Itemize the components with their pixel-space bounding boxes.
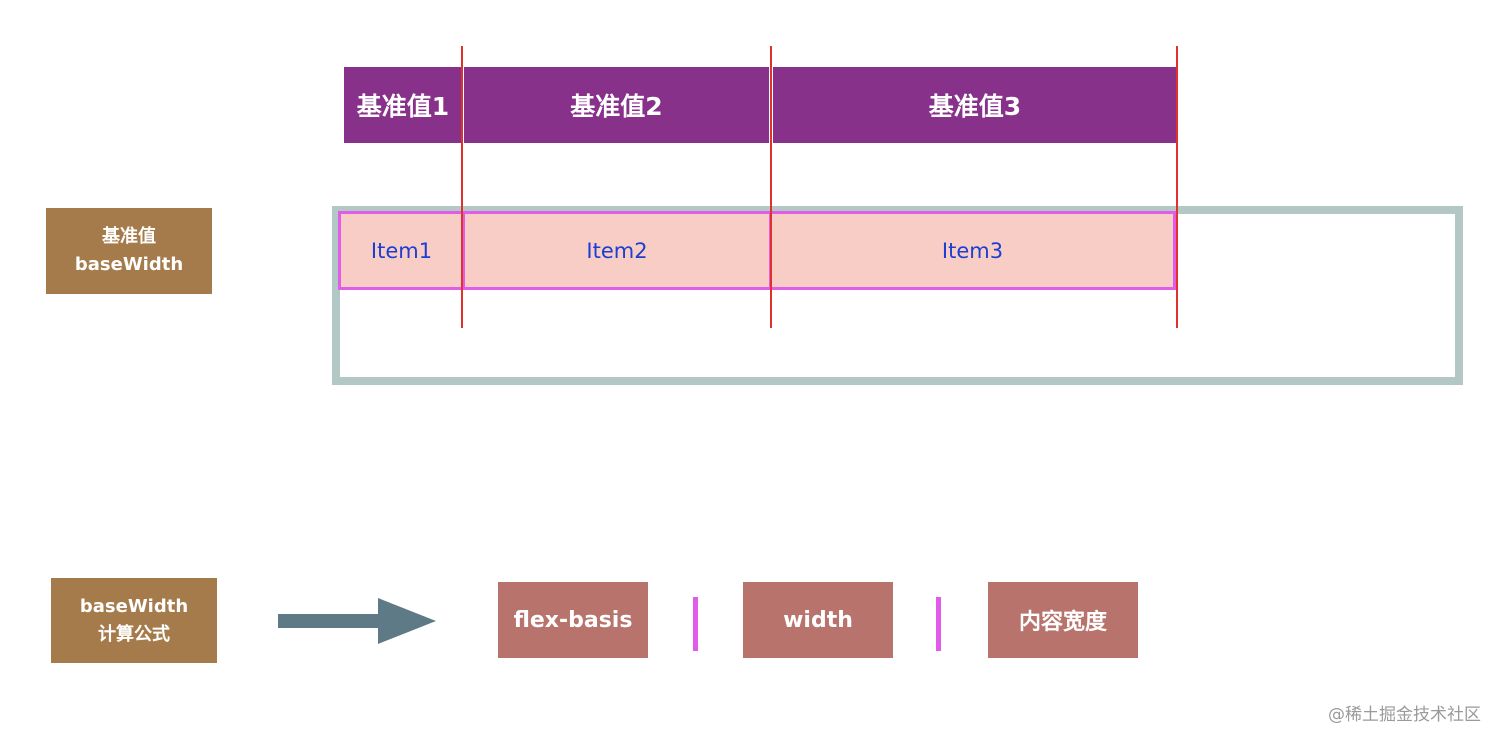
formula-term-label-2: width — [783, 607, 853, 633]
flex-item-3: Item3 — [769, 211, 1176, 290]
formula-term-width: width — [743, 582, 893, 658]
formula-term-label-1: flex-basis — [513, 607, 633, 633]
formula-separator-2 — [936, 597, 941, 651]
base-width-label: 基准值 baseWidth — [46, 208, 212, 294]
guide-line-3 — [1176, 46, 1178, 328]
base-value-label-3: 基准值3 — [928, 92, 1022, 121]
formula-label-line2: 计算公式 — [98, 623, 170, 645]
formula-term-label-3: 内容宽度 — [1018, 610, 1107, 635]
base-width-label-line1: 基准值 — [102, 226, 156, 247]
flex-item-1: Item1 — [338, 211, 465, 290]
watermark: @稀土掘金技术社区 — [1328, 700, 1481, 725]
watermark-text: @稀土掘金技术社区 — [1328, 705, 1481, 725]
base-value-bar-2: 基准值2 — [464, 67, 769, 143]
base-value-bar-1: 基准值1 — [344, 67, 462, 143]
base-value-bar-3: 基准值3 — [773, 67, 1177, 143]
base-value-label-1: 基准值1 — [356, 92, 450, 121]
flex-item-label-2: Item2 — [586, 238, 648, 263]
base-value-label-2: 基准值2 — [570, 92, 663, 121]
guide-line-2 — [770, 46, 772, 328]
formula-term-content-width: 内容宽度 — [988, 582, 1138, 658]
formula-label: baseWidth 计算公式 — [51, 578, 217, 663]
base-width-label-line2: baseWidth — [74, 254, 184, 275]
formula-label-line1: baseWidth — [79, 595, 189, 617]
flex-item-2: Item2 — [462, 211, 772, 290]
formula-term-flex-basis: flex-basis — [498, 582, 648, 658]
arrow-right-icon — [278, 598, 436, 644]
flex-item-label-3: Item3 — [941, 238, 1004, 263]
formula-separator-1 — [693, 597, 698, 651]
flex-item-label-1: Item1 — [370, 238, 433, 263]
guide-line-1 — [461, 46, 463, 328]
